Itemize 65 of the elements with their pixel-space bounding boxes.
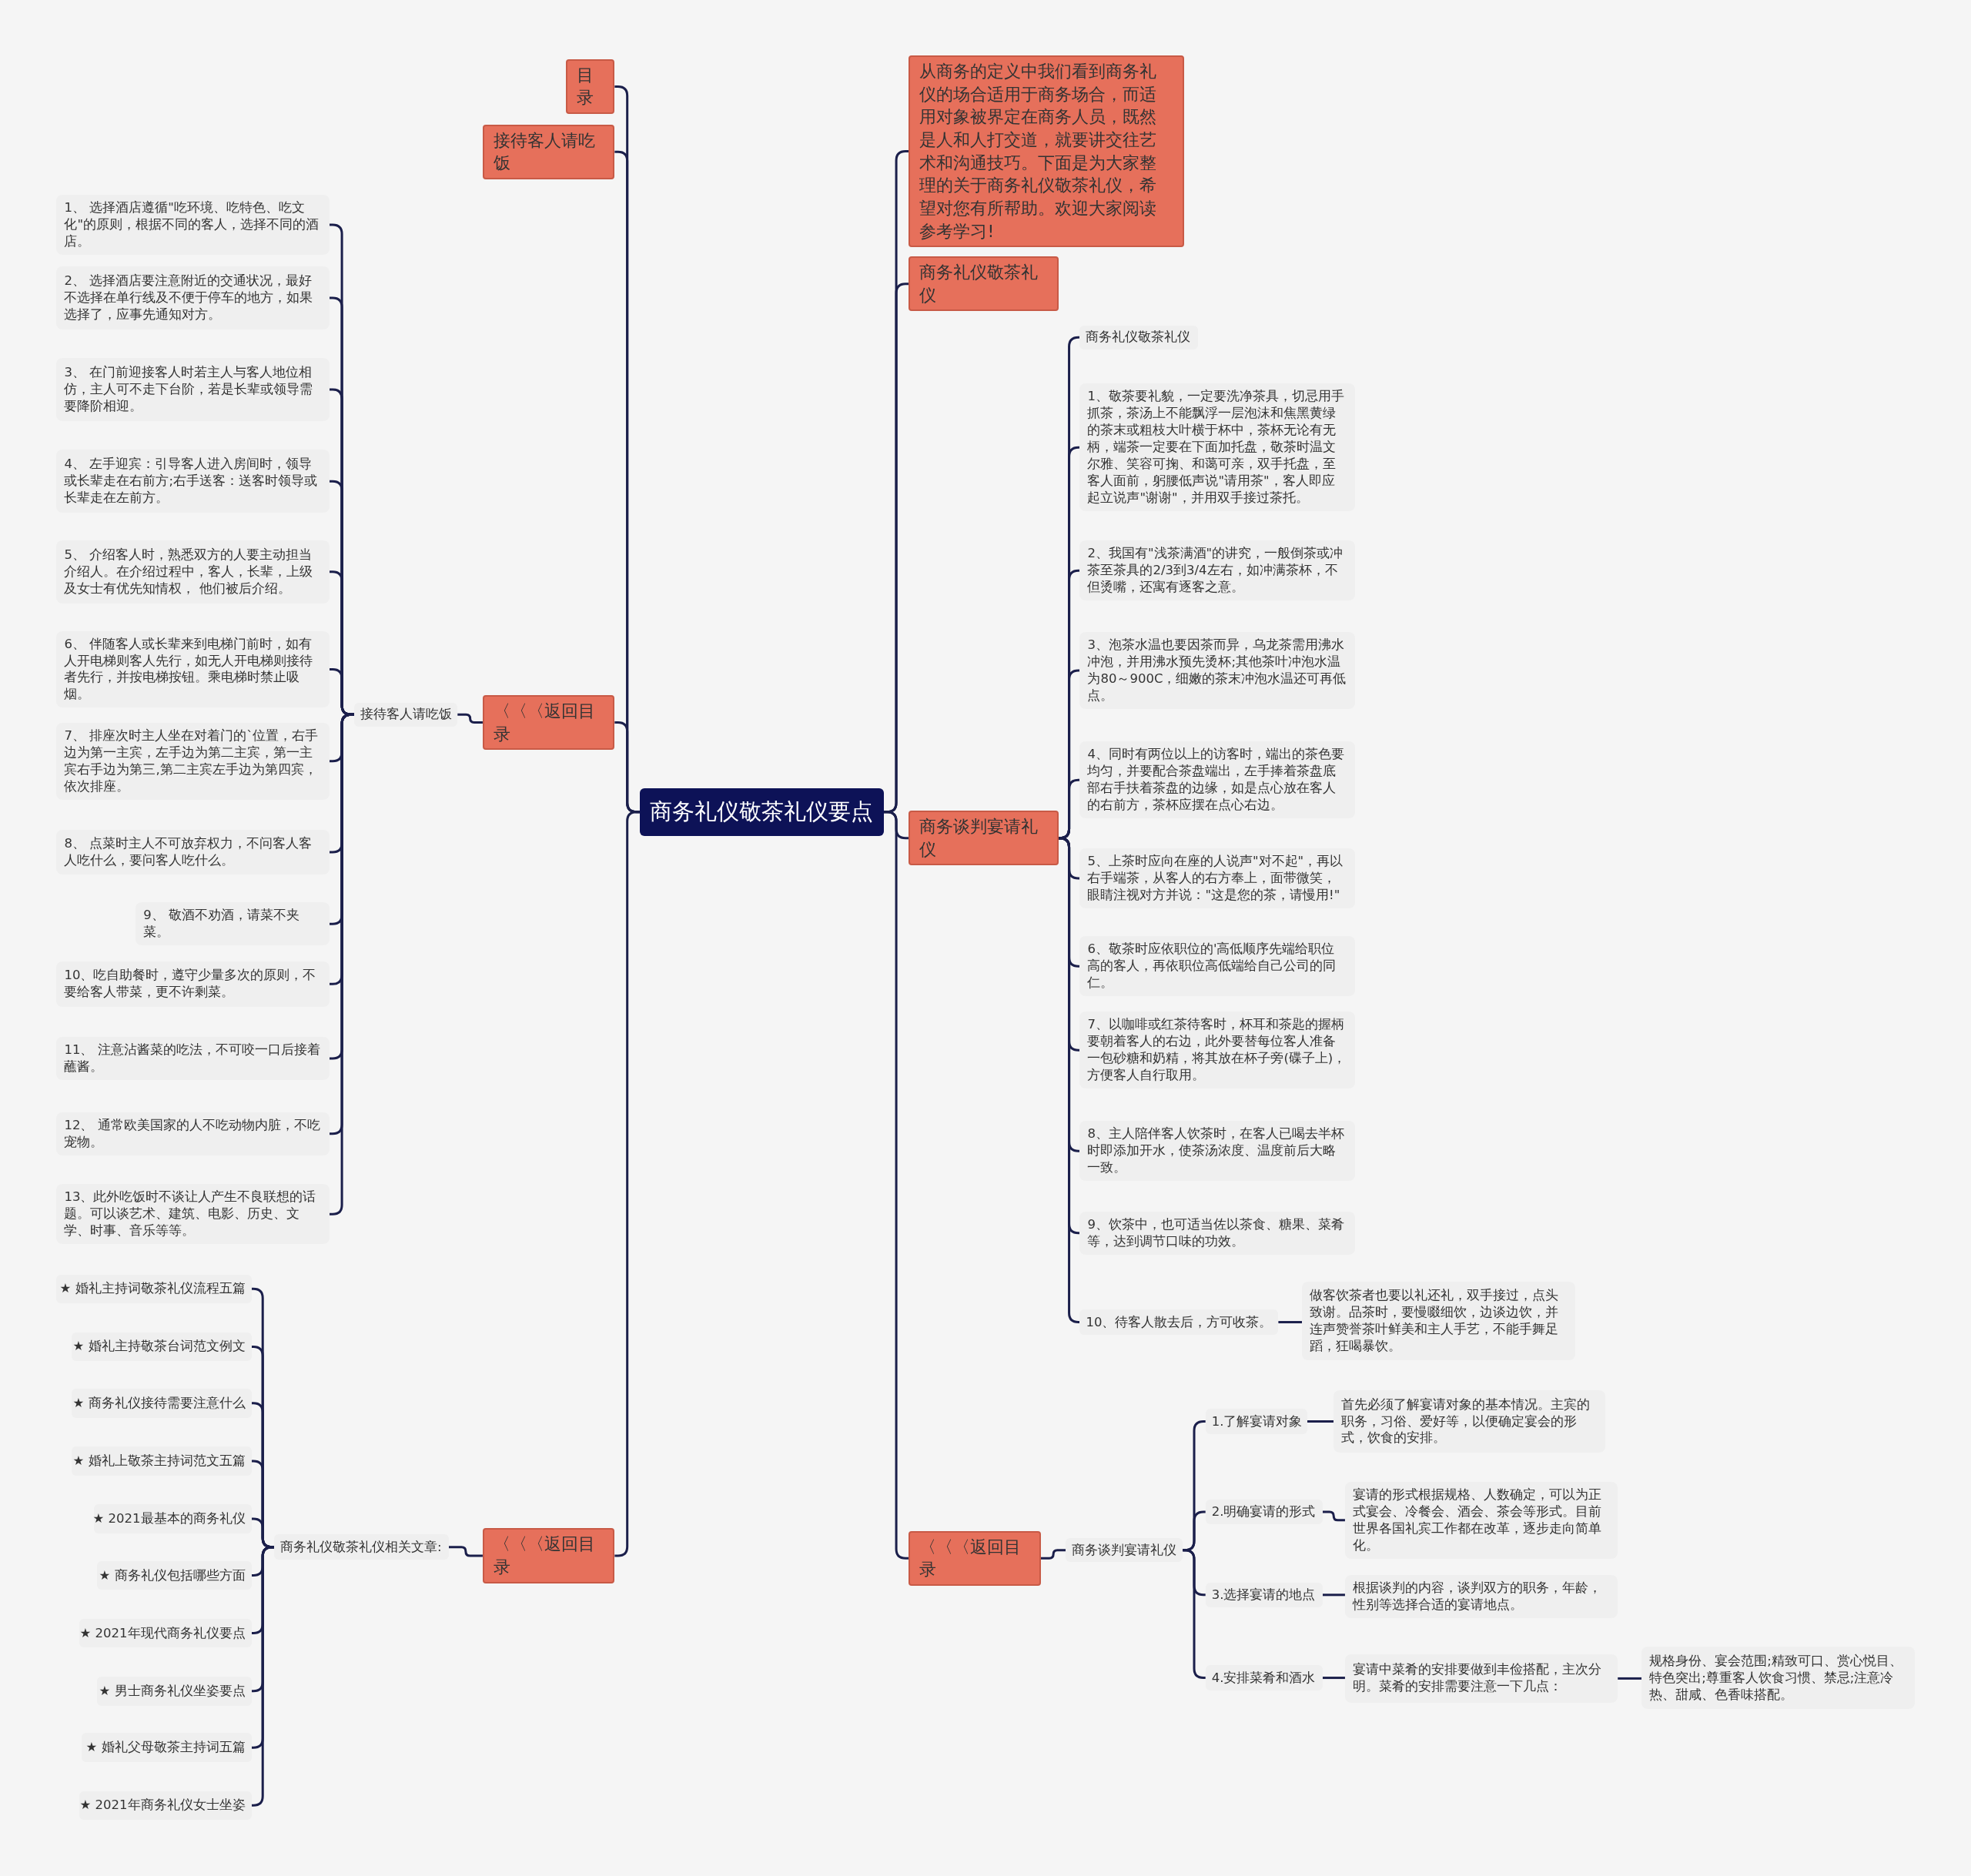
central-topic-box: 商务礼仪敬茶礼仪要点 [640, 788, 884, 836]
note-box: 3、泡茶水温也要因茶而异，乌龙茶需用沸水冲泡，并用沸水预先烫杯;其他茶叶冲泡水温为80～900C，细嫩的茶末冲泡水温还可再低点。 [1079, 632, 1355, 709]
note-box: 规格身份、宴会范围;精致可口、赏心悦目、特色突出;尊重客人饮食习惯、禁忌;注意冷热、甜咸、色香味搭配。 [1641, 1646, 1915, 1710]
topic-box: 商务谈判宴请礼仪 [909, 811, 1059, 866]
subtopic-box: 商务礼仪敬茶礼仪 [1079, 325, 1198, 349]
topic-box: 目录 [565, 59, 615, 115]
article-link-box: ★ 婚礼主持敬茶台词范文例文 [72, 1332, 252, 1362]
article-link-box: ★ 2021最基本的商务礼仪 [94, 1504, 252, 1533]
topic-box: 从商务的定义中我们看到商务礼仪的场合适用于商务场合，而适用对象被界定在商务人员，既然是人和人打交道，就要讲交往艺术和沟通技巧。下面是为大家整理的关于商务礼仪敬茶礼仪，希望对您有所帮助。欢迎大家阅读参考学习! [909, 55, 1184, 248]
article-link-box: ★ 男士商务礼仪坐姿要点 [96, 1676, 252, 1706]
note-box: 4、同时有两位以上的访客时，端出的茶色要均匀，并要配合茶盘端出，左手捧着茶盘底部右手扶着茶盘的边缘，如是点心放在客人的右前方，茶杯应摆在点心右边。 [1079, 741, 1355, 818]
note-box: 8、主人陪伴客人饮茶时，在客人已喝去半杯时即添加开水，使茶汤浓度、温度前后大略一致。 [1079, 1121, 1355, 1182]
note-box: 4、 左手迎宾：引导客人进入房间时，领导或长辈走在右前方;右手送客：送客时领导或长辈走在左前方。 [56, 450, 330, 513]
subtopic-box: 接待客人请吃饭 [354, 702, 458, 727]
note-box: 宴请中菜肴的安排要做到丰俭搭配，主次分明。菜肴的安排需要注意一下几点： [1344, 1654, 1618, 1704]
note-box: 6、敬茶时应依职位的'高低顺序先端给职位高的客人，再依职位高低端给自己公司的同仁。 [1079, 936, 1355, 997]
connector-line [1618, 1677, 1642, 1680]
connector-line [1307, 1420, 1334, 1423]
connector-line [1040, 1549, 1066, 1560]
topic-box: 〈〈〈返回目录 [482, 1528, 615, 1583]
note-box: 做客饮茶者也要以礼还礼，双手接过，点头致谢。品茶时，要慢啜细饮，边谈边饮，并连声赞誉茶叶鲜美和主人手艺，不能手舞足蹈，狂喝暴饮。 [1302, 1282, 1575, 1360]
article-link-box: ★ 2021年现代商务礼仪要点 [79, 1618, 252, 1648]
note-box: 9、 敬酒不劝酒，请菜不夹菜。 [136, 902, 330, 946]
article-link-box: ★ 婚礼父母敬茶主持词五篇 [82, 1733, 252, 1762]
note-box: 1、 选择酒店遵循"吃环境、吃特色、吃文化"的原则，根据不同的客人，选择不同的酒店。 [56, 195, 330, 255]
note-box: 8、 点菜时主人不可放弃权力，不问客人客人吃什么，要问客人吃什么。 [56, 829, 330, 875]
note-box: 5、 介绍客人时，熟悉双方的人要主动担当介绍人。在介绍过程中，客人，长辈，上级及女士有优先知情权， 他们被后介绍。 [56, 540, 330, 604]
note-box: 宴请的形式根据规格、人数确定，可以为正式宴会、冷餐会、酒会、茶会等形式。目前世界各国礼宾工作都在改革，逐步走向简单化。 [1344, 1481, 1618, 1559]
article-link-box: ★ 2021年商务礼仪女士坐姿 [79, 1791, 252, 1821]
connector-line [448, 1546, 483, 1557]
connector-line [1322, 1677, 1345, 1680]
subtopic-box: 3.选择宴请的地点 [1205, 1582, 1323, 1608]
note-box: 根据谈判的内容，谈判双方的职务，年龄，性别等选择合适的宴请地点。 [1344, 1574, 1618, 1618]
note-box: 13、此外吃饭时不谈让人产生不良联想的话题。可以谈艺术、建筑、电影、历史、文学、时事、音乐等等。 [56, 1183, 330, 1245]
connector-line [1322, 1593, 1345, 1597]
article-link-box: ★ 婚礼上敬茶主持词范文五篇 [72, 1446, 252, 1476]
note-box: 1、敬茶要礼貌，一定要洗净茶具，切忌用手抓茶，茶汤上不能飘浮一层泡沫和焦黑黄绿的茶末或粗枝大叶横于杯中，茶杯无论有无柄，端茶一定要在下面加托盘，敬茶时温文尔雅、笑容可掬、和蔼可亲，双手托盘，至客人面前，躬腰低声说"请用茶"，客人即应起立说声"谢谢"，并用双手接过茶托。 [1079, 383, 1355, 512]
topic-box: 接待客人请吃饭 [482, 124, 615, 179]
note-box: 3、 在门前迎接客人时若主人与客人地位相仿，主人可不走下台阶，若是长辈或领导需要降阶相迎。 [56, 358, 330, 421]
note-box: 12、 通常欧美国家的人不吃动物内脏，不吃宠物。 [56, 1112, 330, 1155]
note-box: 5、上茶时应向在座的人说声"对不起"，再以右手端茶，从客人的右方奉上，面带微笑，眼睛注视对方并说："这是您的茶，请慢用!" [1079, 848, 1355, 908]
subtopic-box: 2.明确宴请的形式 [1205, 1499, 1323, 1525]
connector-line [1278, 1321, 1303, 1324]
subtopic-box: 10、待客人散去后，方可收茶。 [1079, 1309, 1279, 1335]
article-link-box: ★ 婚礼主持词敬茶礼仪流程五篇 [56, 1274, 252, 1304]
note-box: 7、以咖啡或红茶待客时，杯耳和茶匙的握柄要朝着客人的右边，此外要替每位客人准备一包砂糖和奶精，将其放在杯子旁(碟子上)，方便客人自行取用。 [1079, 1012, 1355, 1089]
note-box: 7、 排座次时主人坐在对着门的`位置，右手边为第一主宾，左手边为第二主宾，第一主宾右手边为第三,第二主宾左手边为第四宾，依次排座。 [56, 722, 330, 800]
note-box: 2、 选择酒店要注意附近的交通状况，最好不选择在单行线及不便于停车的地方，如果选择了，应事先通知对方。 [56, 266, 330, 329]
subtopic-box: 4.安排菜肴和酒水 [1205, 1665, 1323, 1690]
subtopic-box: 商务谈判宴请礼仪 [1066, 1538, 1183, 1563]
article-link-box: ★ 商务礼仪包括哪些方面 [96, 1560, 252, 1590]
note-box: 6、 伴随客人或长辈来到电梯门前时，如有人开电梯则客人先行，如无人开电梯则接待者先行，并按电梯按钮。乘电梯时禁止吸烟。 [56, 630, 330, 708]
note-box: 10、吃自助餐时，遵守少量多次的原则，不要给客人带菜，更不许剩菜。 [56, 961, 330, 1007]
connector-line [457, 713, 483, 724]
subtopic-box: 商务礼仪敬茶礼仪相关文章: [273, 1534, 449, 1560]
note-box: 11、 注意沾酱菜的吃法，不可咬一口后接着蘸酱。 [56, 1036, 330, 1080]
topic-box: 〈〈〈返回目录 [909, 1530, 1041, 1586]
topic-box: 〈〈〈返回目录 [482, 694, 615, 751]
subtopic-box: 1.了解宴请对象 [1205, 1409, 1307, 1434]
note-box: 9、饮茶中，也可适当佐以茶食、糖果、菜肴等，达到调节口味的功效。 [1079, 1211, 1355, 1255]
topic-box: 商务礼仪敬茶礼仪 [909, 256, 1059, 312]
connector-line [1322, 1510, 1345, 1522]
note-box: 首先必须了解宴请对象的基本情况。主宾的职务，习俗、爱好等，以便确定宴会的形式，饮食的安排。 [1334, 1389, 1605, 1453]
article-link-box: ★ 商务礼仪接待需要注意什么 [72, 1389, 252, 1418]
note-box: 2、我国有"浅茶满酒"的讲究，一般倒茶或冲茶至茶具的2/3到3/4左右，如冲满茶杯，不但烫嘴，还寓有逐客之意。 [1079, 540, 1355, 601]
